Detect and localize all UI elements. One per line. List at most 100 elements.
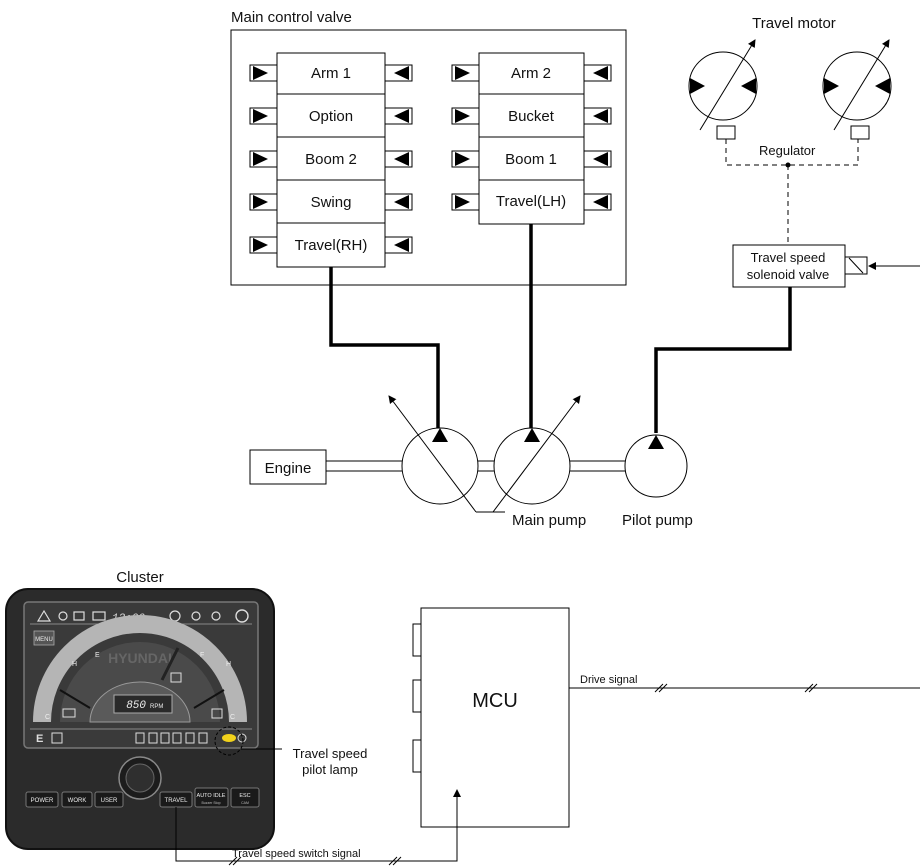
mcu: MCU (412, 607, 570, 828)
engine-label: Engine (265, 460, 312, 477)
gauge-f: F (200, 652, 204, 659)
line-pilot-pump-to-solenoid (654, 287, 792, 433)
line-valve-to-main-pump-1 (329, 267, 440, 430)
gauge-needle-left (59, 689, 91, 709)
rpm-value: 850 (126, 700, 146, 712)
travel-motor-right-icon (822, 39, 892, 140)
gauge-c-right: C (230, 714, 235, 721)
pilot-lamp-highlight (214, 726, 244, 756)
main-pump-label: Main pump (512, 512, 586, 529)
travel-speed-solenoid-valve: Travel speed solenoid valve (732, 244, 920, 288)
oil-icon (58, 611, 68, 621)
menu-button[interactable] (33, 630, 55, 646)
pilot-pump-icon (624, 434, 688, 498)
hyd-temp-icon (211, 708, 223, 719)
esc-button-label: ESC (239, 793, 250, 799)
menu-button-label: MENU (35, 637, 53, 643)
mcu-box (420, 607, 570, 828)
rpm-unit: RPM (150, 704, 163, 710)
regulator-dashed-line (725, 139, 859, 166)
user-button[interactable] (94, 791, 124, 808)
travel-motor-title: Travel motor (752, 15, 836, 32)
pilot-lamp-callout: Travel speed pilot lamp (241, 746, 367, 777)
regulator-label: Regulator (759, 143, 816, 158)
battery-icon (92, 611, 106, 621)
gear-icon (235, 609, 249, 623)
rpm-display (113, 694, 173, 714)
icon-6 (198, 732, 208, 744)
drive-signal-line: Drive signal (569, 674, 920, 693)
fuel-icon (170, 672, 182, 683)
icon-2 (148, 732, 158, 744)
travel-speed-switch-signal-line: Travel speed switch signal (175, 789, 461, 866)
pilot-lamp-label-line2: pilot lamp (302, 762, 358, 777)
drive-signal-label: Drive signal (580, 674, 637, 686)
gauge-e: E (95, 652, 100, 659)
pilot-lamp-label-line1: Travel speed (293, 746, 368, 761)
gauge-c-left: C (45, 714, 50, 721)
icon-4 (172, 732, 182, 744)
power-button[interactable] (25, 791, 59, 808)
coolant-temp-icon (62, 708, 76, 718)
hydraulic-lines (329, 224, 792, 433)
spool-label-option: Option (309, 108, 353, 125)
spool-actuator-icons-right (451, 64, 612, 211)
auto-idle-button-sublabel: Buzzer Stop (201, 801, 220, 805)
spool-label-bucket: Bucket (508, 108, 555, 125)
travel-button-label: TRAVEL (165, 798, 189, 804)
mcu-label: MCU (472, 690, 518, 712)
spool-column-left: Arm 1 Option Boom 2 Swing Travel(RH) (249, 52, 413, 268)
travel-motor-group: Travel motor Regulator (688, 15, 892, 243)
spool-label-swing: Swing (311, 194, 352, 211)
icon-3 (160, 732, 170, 744)
esc-button[interactable] (230, 787, 260, 808)
icon-7 (237, 733, 247, 743)
travel-speed-lamp-icon (222, 734, 236, 742)
spool-label-travel-rh: Travel(RH) (295, 237, 368, 254)
engine-pump-group: Engine Main pump Pilot pump (249, 395, 693, 529)
work-button-label: WORK (68, 798, 87, 804)
engine-check-icon (211, 611, 221, 621)
solenoid-label-line2: solenoid valve (747, 267, 829, 282)
solenoid-coil-icon (844, 256, 868, 275)
cluster-buttons: POWER WORK USER TRAVEL AUTO IDLE Buzzer … (25, 787, 260, 808)
auto-idle-button[interactable] (194, 787, 229, 808)
gauge-h-left: H (72, 661, 77, 668)
power-button-label: POWER (31, 798, 54, 804)
gauge-needle-right (193, 689, 225, 709)
mode-indicator-e: E (36, 733, 43, 745)
cluster-title: Cluster (116, 569, 164, 586)
cluster: Cluster 12:00 m MENU HYUNDAI (5, 569, 275, 850)
spool-label-boom-2: Boom 2 (305, 151, 357, 168)
gauge-h-right: H (226, 661, 231, 668)
travel-motor-left-icon (688, 39, 758, 140)
cluster-bottom-indicator-row: E (30, 726, 252, 756)
seatbelt-icon (51, 732, 63, 744)
filter-icon (191, 611, 201, 621)
work-button[interactable] (61, 791, 93, 808)
gauge-needle-fuel (160, 647, 180, 681)
cluster-gauge: HYUNDAI C H E F H C 850 RPM (33, 615, 247, 723)
coolant-icon (73, 611, 85, 621)
switch-signal-label: Travel speed switch signal (232, 848, 361, 860)
pilot-pump-label: Pilot pump (622, 512, 693, 529)
solenoid-label-line1: Travel speed (751, 250, 826, 265)
spool-actuator-icons-left (249, 64, 413, 254)
spool-label-travel-lh: Travel(LH) (496, 193, 566, 210)
main-pump-2-icon (493, 427, 571, 505)
user-button-label: USER (101, 798, 118, 804)
cluster-brand: HYUNDAI (108, 650, 172, 666)
spool-label-boom-1: Boom 1 (505, 151, 557, 168)
gauge-arc (33, 615, 247, 723)
main-pump-1-icon (401, 427, 479, 505)
warning-icon (36, 609, 52, 622)
auto-idle-button-label: AUTO IDLE (197, 793, 226, 799)
icon-1 (135, 732, 145, 744)
spool-column-right: Arm 2 Bucket Boom 1 Travel(LH) (451, 52, 612, 225)
spool-label-arm-1: Arm 1 (311, 65, 351, 82)
icon-5 (185, 732, 195, 744)
main-valve-title: Main control valve (231, 9, 352, 26)
engine-box (249, 449, 327, 485)
spool-label-arm-2: Arm 2 (511, 65, 551, 82)
